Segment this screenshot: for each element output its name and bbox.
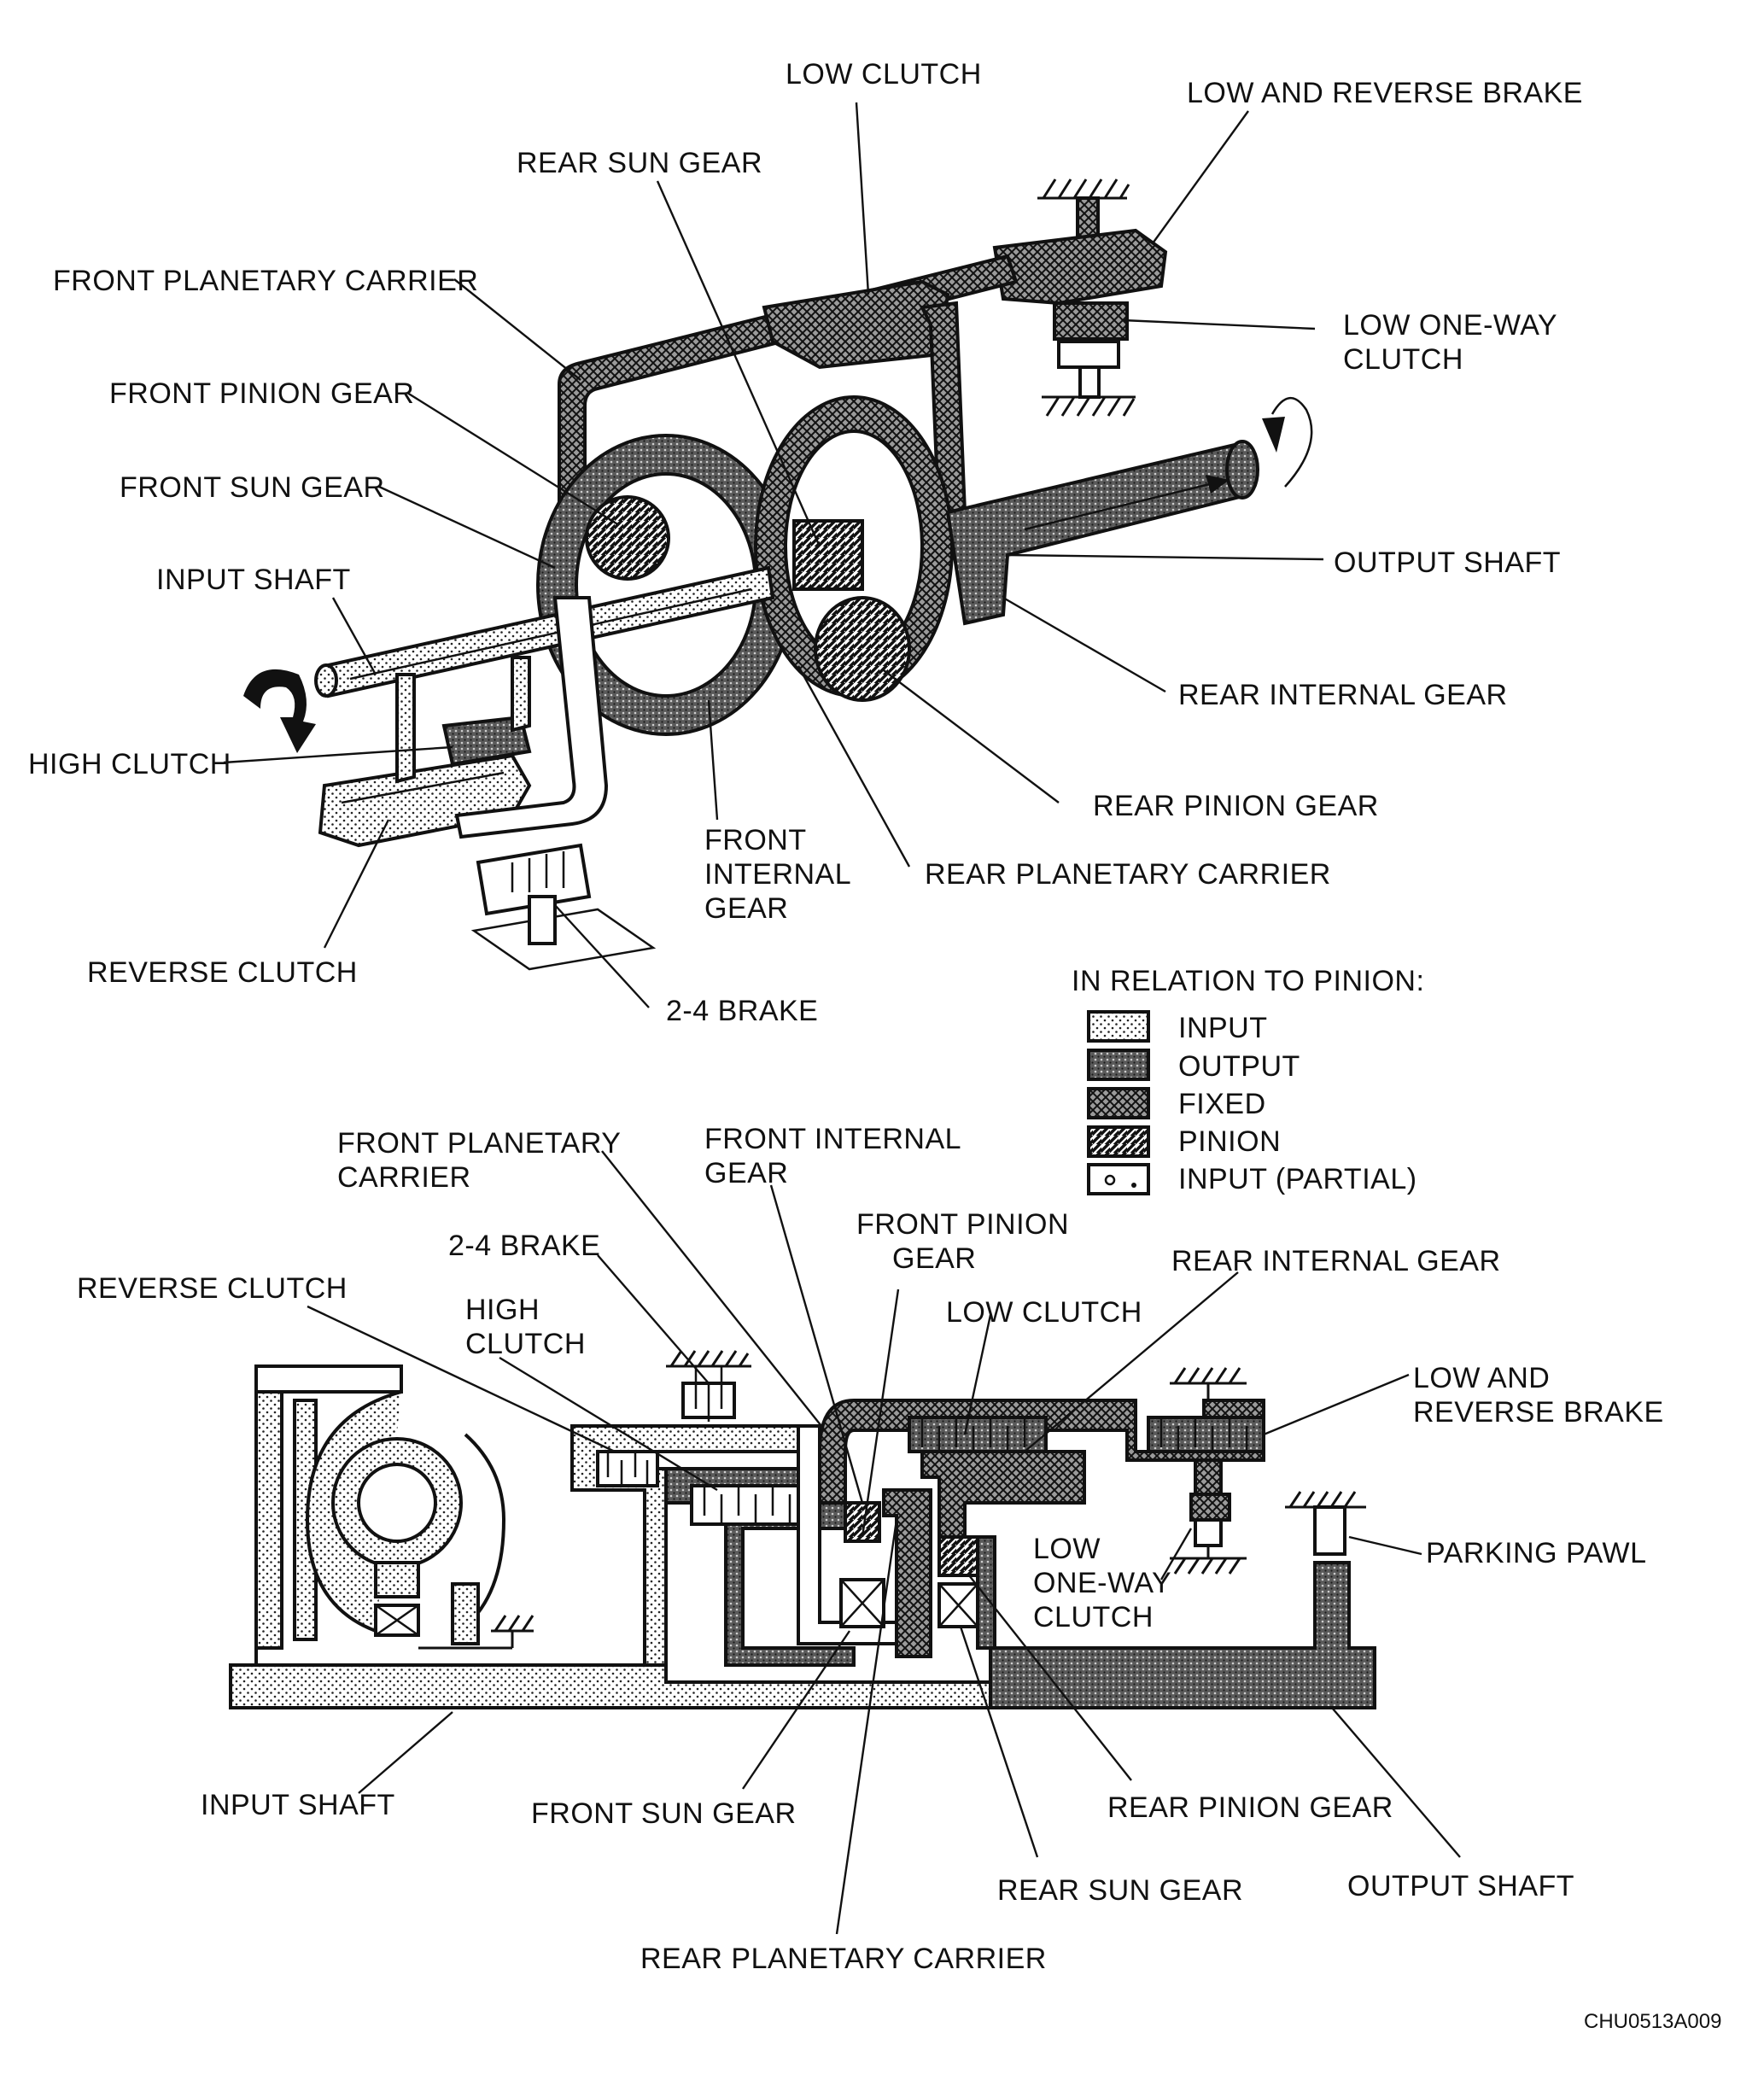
label-front-sun-gear-bottom: FRONT SUN GEAR xyxy=(531,1797,797,1830)
label-front-internal-gear-top-2: INTERNAL xyxy=(704,858,851,891)
schematic-parking-pawl xyxy=(1285,1491,1366,1556)
label-low-one-way-clutch-bottom-1: LOW xyxy=(1033,1533,1101,1565)
label-low-reverse-brake-top: LOW AND REVERSE BRAKE xyxy=(1187,77,1583,109)
label-front-pinion-gear-bottom-2: GEAR xyxy=(892,1242,976,1275)
label-rear-planetary-carrier-bottom: REAR PLANETARY CARRIER xyxy=(640,1943,1047,1975)
label-low-one-way-clutch-bottom-3: CLUTCH xyxy=(1033,1601,1154,1633)
label-front-planetary-carrier-bottom-2: CARRIER xyxy=(337,1161,471,1194)
label-rear-pinion-gear-top: REAR PINION GEAR xyxy=(1093,790,1379,822)
label-input-shaft-bottom: INPUT SHAFT xyxy=(201,1789,395,1821)
torque-converter xyxy=(305,1390,506,1645)
top-cutaway-view: LOW CLUTCH LOW AND REVERSE BRAKE REAR SU… xyxy=(28,58,1583,1027)
label-rear-planetary-carrier-top: REAR PLANETARY CARRIER xyxy=(925,858,1331,891)
label-high-clutch-bottom-1: HIGH xyxy=(465,1294,540,1326)
label-rear-internal-gear-top: REAR INTERNAL GEAR xyxy=(1178,679,1508,711)
label-high-clutch-bottom-2: CLUTCH xyxy=(465,1328,586,1360)
ground-symbol-stator xyxy=(418,1615,534,1650)
schematic-high-clutch-plates xyxy=(690,1484,813,1526)
legend-label-pinion: PINION xyxy=(1178,1125,1281,1158)
label-parking-pawl: PARKING PAWL xyxy=(1426,1537,1647,1569)
legend-title: IN RELATION TO PINION: xyxy=(1072,965,1424,997)
label-rear-sun-gear-top: REAR SUN GEAR xyxy=(517,147,762,179)
input-rotation-arrow xyxy=(243,669,316,753)
legend-swatch-pinion xyxy=(1087,1125,1150,1158)
label-front-internal-gear-bottom-2: GEAR xyxy=(704,1157,788,1189)
schematic-low-clutch-plates xyxy=(908,1416,1048,1453)
label-low-clutch-top: LOW CLUTCH xyxy=(786,58,982,91)
low-and-reverse-brake-shape xyxy=(992,228,1168,306)
label-rear-pinion-gear-bottom: REAR PINION GEAR xyxy=(1107,1791,1393,1824)
rear-sun-gear xyxy=(792,519,864,591)
top-leader-lines xyxy=(223,102,1324,1008)
label-low-one-way-clutch-bottom-2: ONE-WAY xyxy=(1033,1567,1171,1599)
schematic-rear-internal-gear xyxy=(920,1450,1086,1539)
legend-label-input: INPUT xyxy=(1178,1012,1268,1044)
label-front-internal-gear-top-3: GEAR xyxy=(704,892,788,925)
bottom-leader-lines xyxy=(307,1150,1461,1935)
label-high-clutch-top: HIGH CLUTCH xyxy=(28,748,231,780)
label-front-pinion-gear-bottom-1: FRONT PINION xyxy=(856,1208,1069,1241)
label-output-shaft-top: OUTPUT SHAFT xyxy=(1334,546,1561,579)
legend-swatch-fixed xyxy=(1087,1087,1150,1119)
schematic-low-one-way-clutch xyxy=(1170,1458,1247,1575)
legend-label-input-partial: INPUT (PARTIAL) xyxy=(1178,1163,1417,1195)
label-2-4-brake-top: 2-4 BRAKE xyxy=(666,995,818,1027)
legend-swatch-input xyxy=(1087,1010,1150,1043)
legend-swatch-input-partial xyxy=(1087,1163,1150,1195)
bottom-schematic-view: FRONT PLANETARY CARRIER FRONT INTERNAL G… xyxy=(77,1123,1664,1975)
label-rear-internal-gear-bottom: REAR INTERNAL GEAR xyxy=(1171,1245,1501,1277)
schematic-output-shaft xyxy=(989,1561,1376,1709)
label-low-reverse-brake-bottom-2: REVERSE BRAKE xyxy=(1413,1396,1664,1429)
schematic-rear-planetary-carrier xyxy=(882,1488,932,1658)
ground-symbol-low-reverse-bottom xyxy=(1170,1367,1247,1400)
label-reverse-clutch-bottom: REVERSE CLUTCH xyxy=(77,1272,348,1305)
label-low-one-way-clutch-top-1: LOW ONE-WAY xyxy=(1343,309,1557,342)
label-low-clutch-bottom: LOW CLUTCH xyxy=(946,1296,1142,1329)
ground-symbol-one-way-top xyxy=(1042,340,1136,417)
rear-pinion-gear xyxy=(814,596,911,702)
legend: IN RELATION TO PINION: INPUT OUTPUT FIXE… xyxy=(1072,965,1424,1195)
label-front-internal-gear-top-1: FRONT xyxy=(704,824,807,856)
low-one-way-clutch-body xyxy=(1053,301,1129,341)
label-front-pinion-gear-top: FRONT PINION GEAR xyxy=(109,377,414,410)
label-front-internal-gear-bottom-1: FRONT INTERNAL xyxy=(704,1123,961,1155)
front-pinion-gear xyxy=(585,495,670,581)
schematic-2-4-brake xyxy=(666,1350,751,1422)
high-clutch-shape xyxy=(441,715,532,767)
schematic-low-reverse-brake-plates xyxy=(1147,1416,1265,1453)
figure-code: CHU0513A009 xyxy=(1584,2010,1721,2033)
legend-label-output: OUTPUT xyxy=(1178,1050,1300,1083)
output-rotation-arrow xyxy=(1270,396,1313,488)
label-front-planetary-carrier-bottom-1: FRONT PLANETARY xyxy=(337,1127,621,1160)
label-input-shaft-top: INPUT SHAFT xyxy=(156,564,351,596)
label-rear-sun-gear-bottom: REAR SUN GEAR xyxy=(997,1874,1243,1907)
brake-2-4-shape xyxy=(470,843,657,971)
label-front-sun-gear-top: FRONT SUN GEAR xyxy=(120,471,385,504)
legend-label-fixed: FIXED xyxy=(1178,1088,1266,1120)
label-2-4-brake-bottom: 2-4 BRAKE xyxy=(448,1230,600,1262)
label-reverse-clutch-top: REVERSE CLUTCH xyxy=(87,956,358,989)
label-output-shaft-bottom: OUTPUT SHAFT xyxy=(1347,1870,1574,1902)
schematic-rear-pinion-gear xyxy=(937,1535,979,1577)
label-low-reverse-brake-bottom-1: LOW AND xyxy=(1413,1362,1550,1394)
schematic-input-shaft xyxy=(229,1364,992,1709)
output-shaft xyxy=(945,441,1253,626)
low-clutch-shape xyxy=(762,279,950,370)
schematic-reverse-clutch-plates xyxy=(596,1450,659,1487)
legend-swatch-output xyxy=(1087,1049,1150,1081)
label-front-planetary-carrier-top: FRONT PLANETARY CARRIER xyxy=(53,265,478,297)
label-low-one-way-clutch-top-2: CLUTCH xyxy=(1343,343,1463,376)
